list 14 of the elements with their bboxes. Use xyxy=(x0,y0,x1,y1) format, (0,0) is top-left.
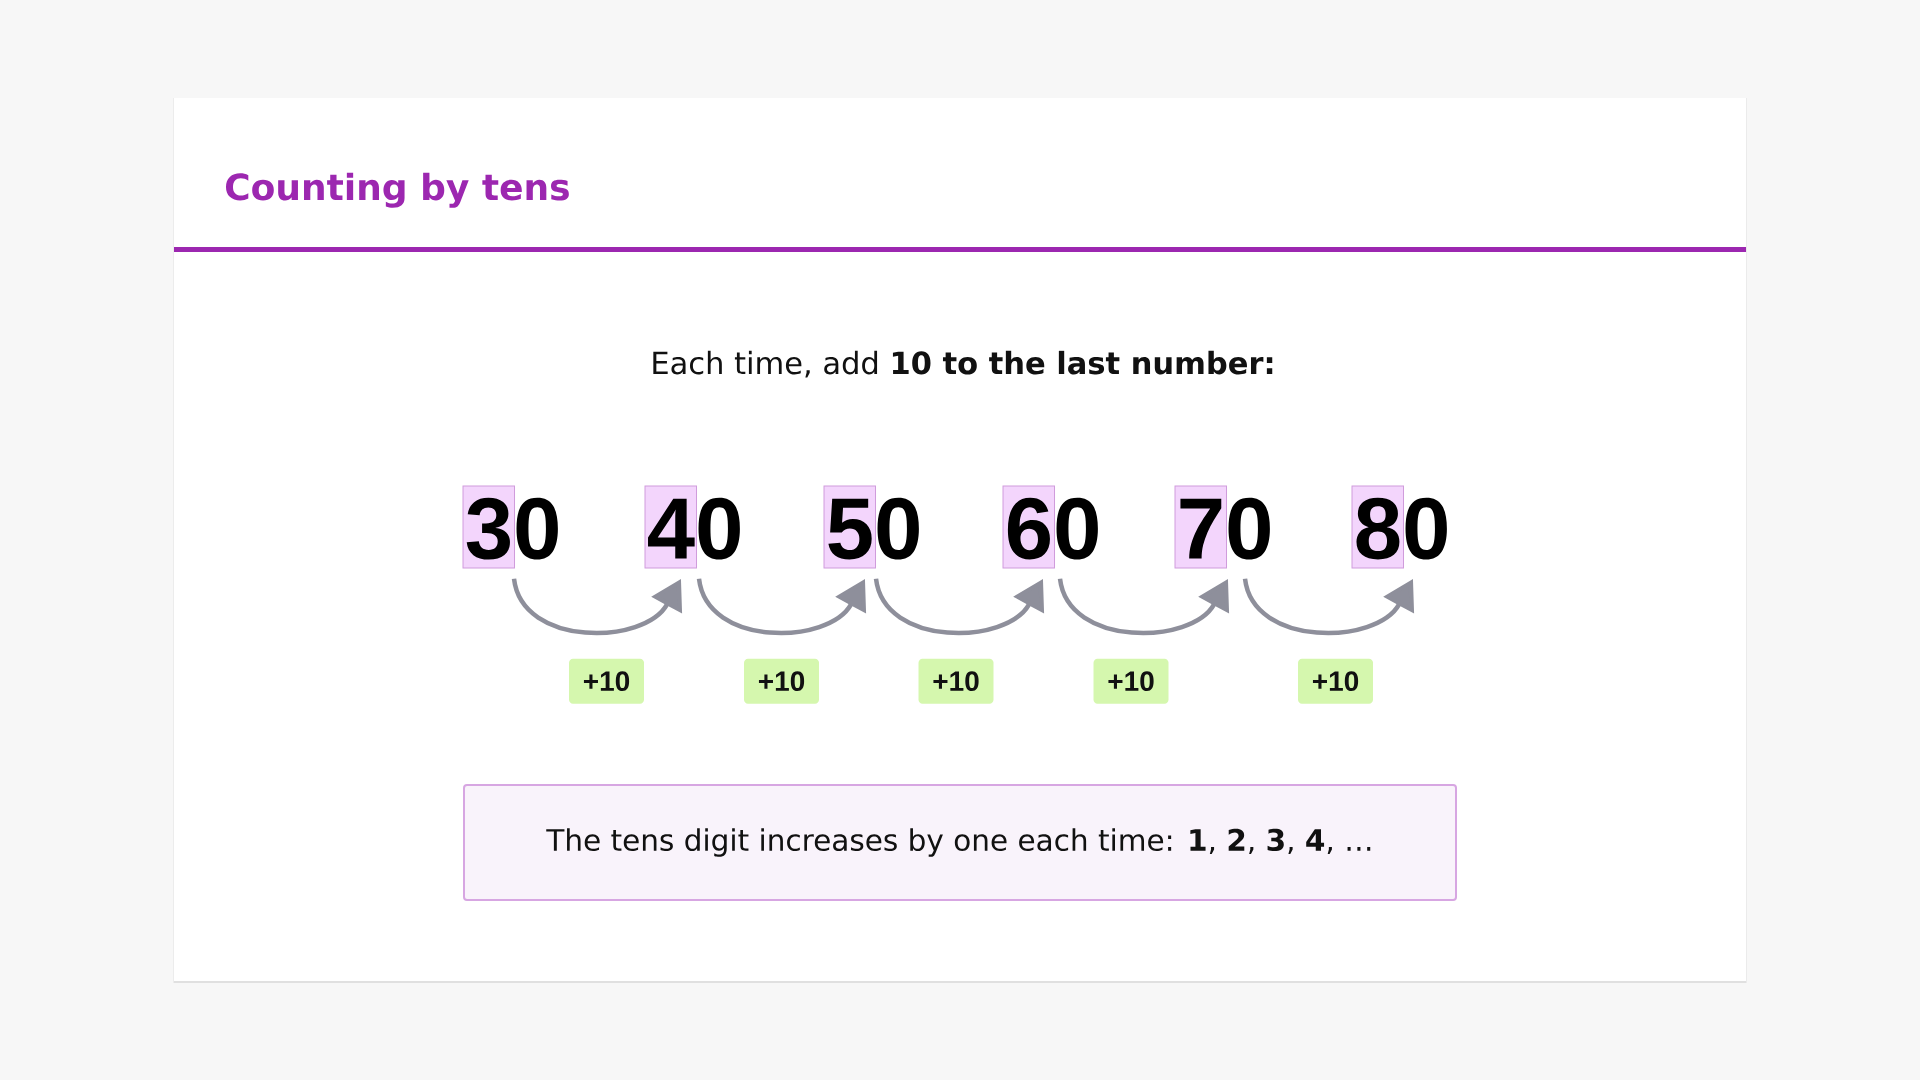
number: 80 xyxy=(1356,497,1447,560)
title: Counting by tens xyxy=(226,172,569,208)
instruction-text: Each time, add 10 to the last number: xyxy=(653,350,1273,378)
note-box: The tens digit increases by one each time: 1, 2, 3, 4, … xyxy=(463,784,1457,901)
edge-label: +10 xyxy=(744,658,819,704)
number: 70 xyxy=(1180,497,1270,560)
edge-label: +10 xyxy=(569,658,644,704)
edge-label: +10 xyxy=(918,658,994,704)
number: 30 xyxy=(466,497,558,560)
number: 60 xyxy=(1007,497,1098,560)
number: 40 xyxy=(648,497,740,560)
edge-label: +10 xyxy=(1298,658,1373,704)
edge-label: +10 xyxy=(1093,658,1169,704)
number: 50 xyxy=(828,497,919,560)
